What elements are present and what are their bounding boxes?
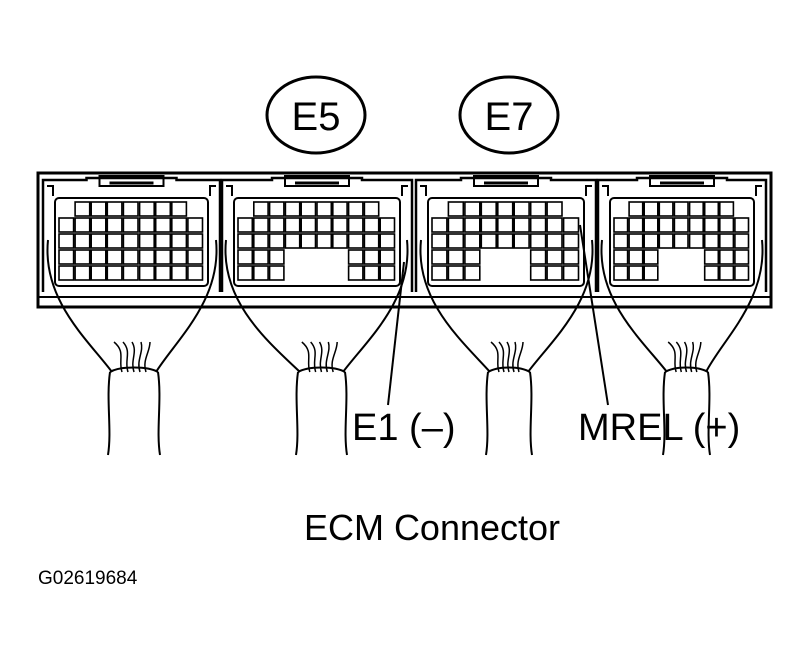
connector-block-e7	[414, 175, 598, 292]
connector-tag-e7-label: E7	[485, 95, 534, 139]
wire-harness-2	[224, 239, 409, 456]
wire-harness-3	[419, 239, 594, 456]
connector-tag-e7: E7	[458, 75, 560, 155]
wire-harness-4	[600, 239, 764, 456]
connector-block-1	[41, 175, 222, 292]
connector-tag-e5-label: E5	[292, 95, 341, 139]
pin-label-e1: E1 (–)	[352, 407, 455, 449]
connector-tag-e5: E5	[265, 75, 367, 155]
diagram-caption: ECM Connector	[304, 507, 560, 548]
e1-lead-line	[387, 261, 405, 406]
wire-harnesses	[46, 239, 764, 456]
pin-lead-lines	[387, 224, 609, 406]
figure-code: G02619684	[38, 568, 138, 589]
connector-block-e5	[220, 175, 414, 292]
pin-label-mrel: MREL (+)	[578, 407, 740, 449]
connector-blocks	[41, 175, 768, 292]
ecm-housing	[36, 171, 773, 309]
wire-harness-1	[46, 239, 218, 456]
connector-block-4	[596, 175, 768, 292]
mrel-lead-line	[579, 224, 609, 406]
